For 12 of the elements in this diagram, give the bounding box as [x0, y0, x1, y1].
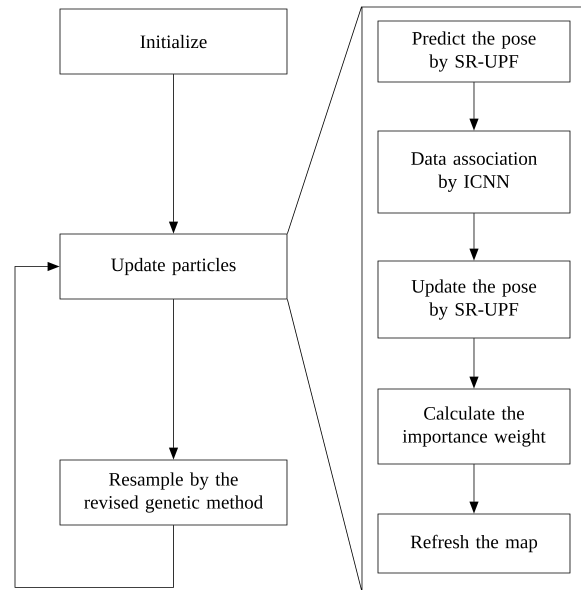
zoom-panel [362, 6, 581, 590]
process-box: Update particles [60, 234, 288, 300]
process-box: Update the pose by SR-UPF [378, 260, 570, 338]
process-box: Predict the pose by SR-UPF [378, 20, 570, 82]
process-box: Initialize [60, 8, 288, 74]
zoom-line [287, 299, 362, 590]
process-box: Resample by the revised genetic method [60, 460, 288, 526]
process-box: Data association by ICNN [378, 130, 570, 214]
arrow [14, 262, 174, 588]
zoom-line [287, 6, 362, 234]
process-box: Refresh the map [378, 514, 570, 574]
process-box: Calculate the importance weight [378, 388, 570, 464]
